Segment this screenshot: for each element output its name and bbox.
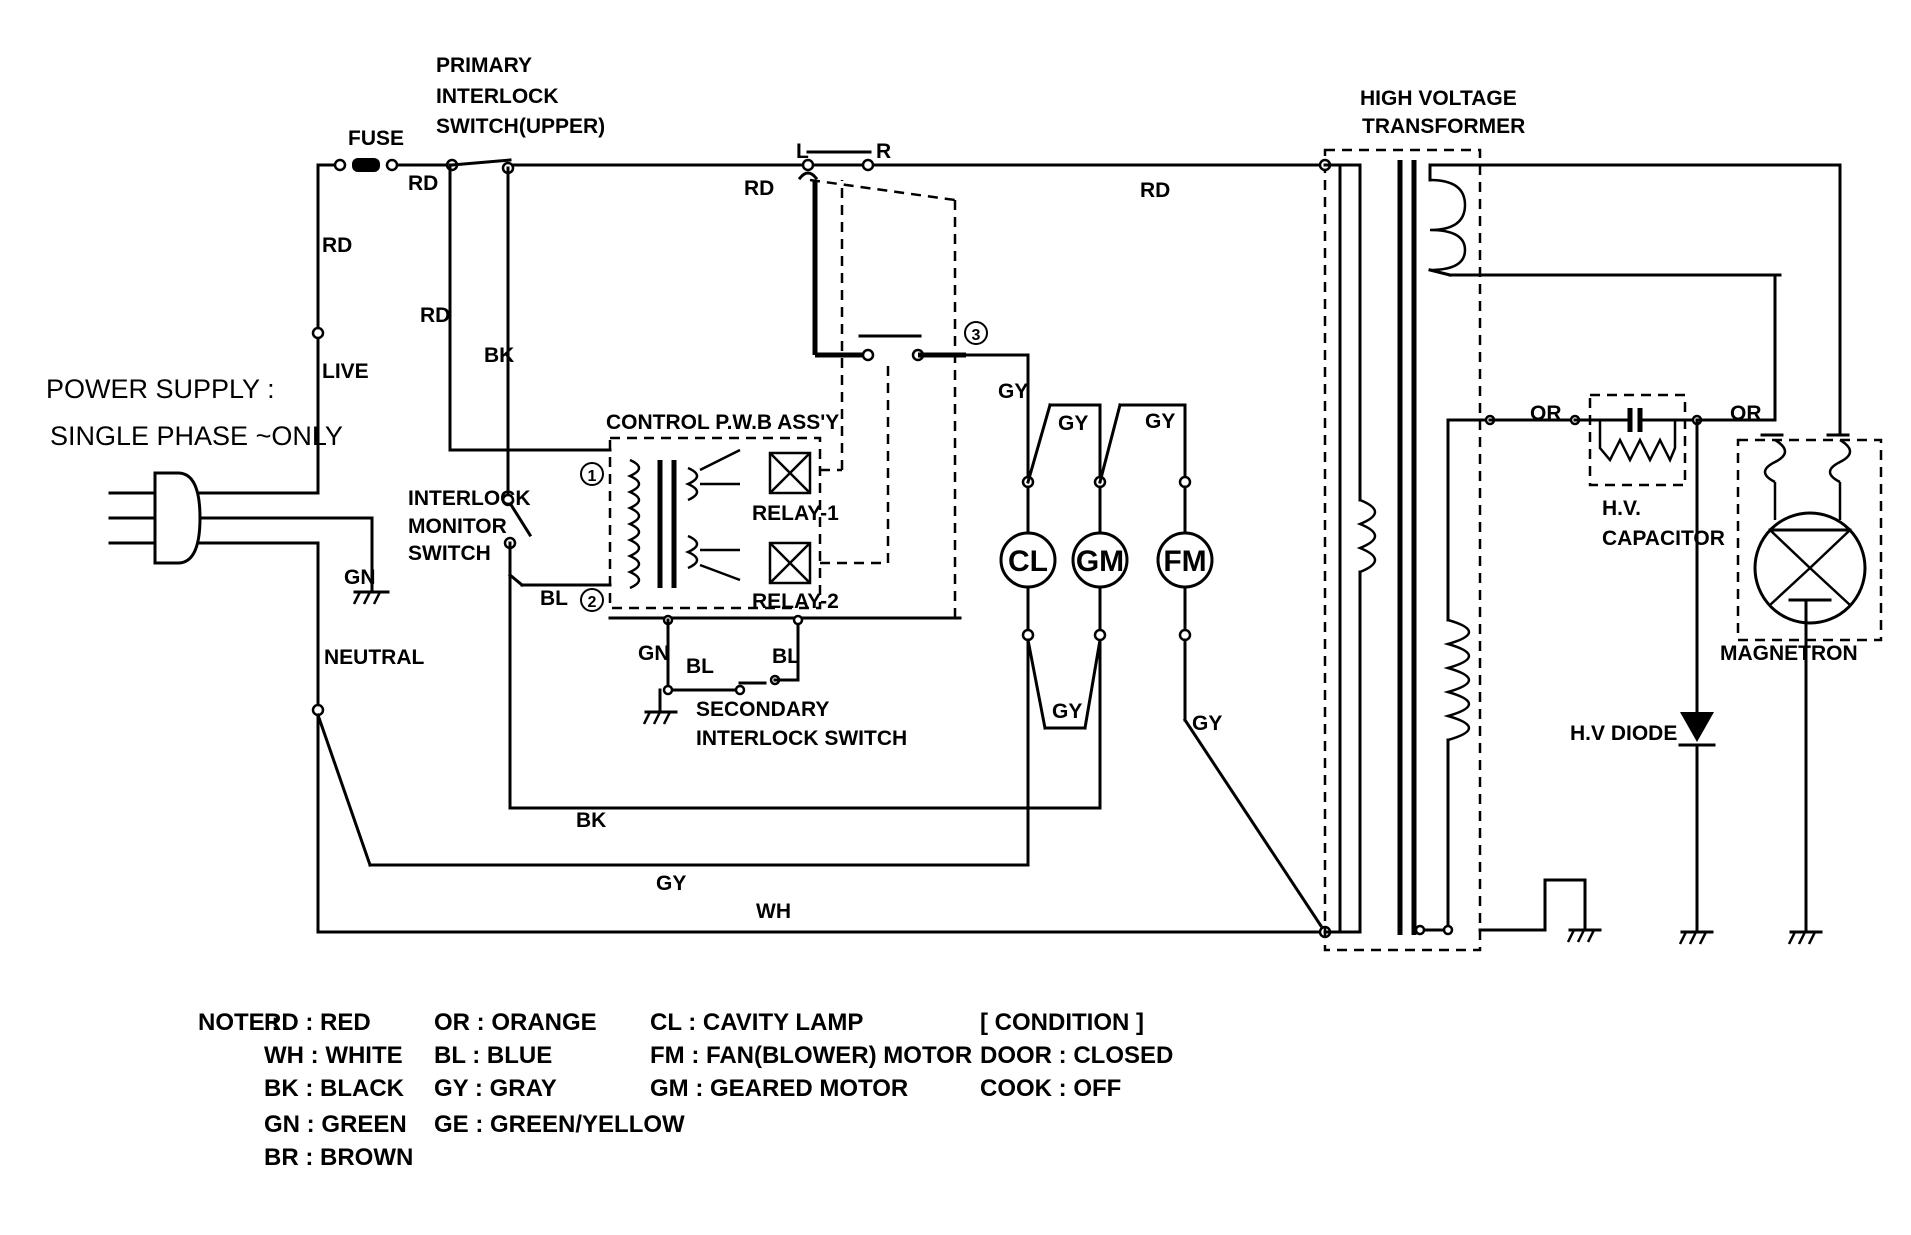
power-plug	[108, 471, 374, 565]
interlock-monitor-label-3: SWITCH	[408, 542, 491, 565]
relay-dashed-links	[809, 178, 957, 618]
primary-interlock-label-3: SWITCH(UPPER)	[436, 115, 605, 138]
neutral-label: NEUTRAL	[324, 646, 424, 669]
hv-diode	[1678, 418, 1716, 945]
node2-label: 2	[588, 594, 597, 611]
notes: NOTE : RD : RED WH : WHITE BK : BLACK GN…	[198, 1009, 1173, 1171]
note-gn: GN : GREEN	[264, 1111, 407, 1138]
wire-label-or-2: OR	[1730, 402, 1762, 425]
relay-contacts	[797, 150, 1030, 467]
node3-label: 3	[972, 327, 981, 344]
wire-label-gn-1: GN	[344, 566, 376, 589]
note-bk: BK : BLACK	[264, 1075, 405, 1102]
note-prefix: NOTE :	[198, 1009, 279, 1036]
wire-label-or-1: OR	[1530, 402, 1562, 425]
wire-label-wh: WH	[756, 900, 791, 923]
control-pwb	[608, 436, 962, 620]
power-supply-label-2: SINGLE PHASE ~ONLY	[50, 421, 343, 451]
cl-label: CL	[1008, 545, 1048, 578]
relay1-label: RELAY-1	[752, 502, 839, 525]
secondary-interlock-label-2: INTERLOCK SWITCH	[696, 727, 907, 750]
note-rd: RD : RED	[264, 1009, 371, 1036]
wire-label-gn-2: GN	[638, 642, 670, 665]
wire-label-bk-1: BK	[484, 344, 514, 367]
wire-label-rd-4: RD	[744, 177, 774, 200]
gm-label: GM	[1076, 545, 1124, 578]
wire-label-rd-2: RD	[322, 234, 352, 257]
wire-label-bl-1: BL	[540, 587, 568, 610]
wire-label-gy-4: GY	[1052, 700, 1082, 723]
hv-capacitor-label-2: CAPACITOR	[1602, 527, 1725, 550]
wire-label-rd-5: RD	[1140, 179, 1170, 202]
wire-label-gy-2: GY	[1058, 412, 1088, 435]
ground-transformer	[1478, 878, 1602, 943]
note-wh: WH : WHITE	[264, 1042, 403, 1069]
control-pwb-label: CONTROL P.W.B ASS'Y	[606, 411, 839, 434]
condition-door: DOOR : CLOSED	[980, 1042, 1173, 1069]
note-fm: FM : FAN(BLOWER) MOTOR	[650, 1042, 972, 1069]
fan-motor	[1156, 475, 1328, 935]
labels: FUSE PRIMARY INTERLOCK SWITCH(UPPER) RD …	[46, 54, 1858, 923]
live-label: LIVE	[322, 360, 369, 383]
interlock-monitor-label-2: MONITOR	[408, 515, 507, 538]
power-supply-label-1: POWER SUPPLY :	[46, 374, 275, 404]
node1-label: 1	[588, 468, 597, 485]
wire-label-gy-5: GY	[1192, 712, 1222, 735]
geared-motor	[1071, 403, 1187, 642]
fuse-label: FUSE	[348, 127, 404, 150]
hv-capacitor	[1488, 393, 1777, 487]
note-gm: GM : GEARED MOTOR	[650, 1075, 908, 1102]
hv-transformer	[1318, 148, 1842, 952]
condition-cook: COOK : OFF	[980, 1075, 1121, 1102]
node-markers	[580, 321, 988, 612]
primary-interlock-label-1: PRIMARY	[436, 54, 532, 77]
condition-title: [ CONDITION ]	[980, 1009, 1144, 1036]
ground-plug	[352, 516, 390, 605]
wire-label-gy-1: GY	[998, 380, 1028, 403]
interlock-monitor-switch	[503, 536, 1102, 810]
hv-diode-label: H.V DIODE	[1570, 722, 1677, 745]
wire-label-bl-3: BL	[772, 645, 800, 668]
hv-capacitor-label-1: H.V.	[1602, 497, 1641, 520]
note-gy: GY : GRAY	[434, 1075, 557, 1102]
terminal-r-label: R	[876, 140, 891, 163]
wire-label-rd-3: RD	[420, 304, 450, 327]
wire-label-gy-3: GY	[1145, 410, 1175, 433]
terminal-l-label: L	[796, 140, 809, 163]
hv-transformer-label-1: HIGH VOLTAGE	[1360, 87, 1517, 110]
live-line	[311, 158, 1332, 538]
magnetron	[1736, 163, 1883, 945]
wire-label-gy-6: GY	[656, 872, 686, 895]
interlock-monitor-label-1: INTERLOCK	[408, 487, 531, 510]
hv-transformer-label-2: TRANSFORMER	[1362, 115, 1525, 138]
magnetron-label: MAGNETRON	[1720, 642, 1858, 665]
wire-label-bk-2: BK	[576, 809, 606, 832]
note-cl: CL : CAVITY LAMP	[650, 1009, 863, 1036]
wire-label-rd-1: RD	[408, 172, 438, 195]
note-bl: BL : BLUE	[434, 1042, 552, 1069]
note-br: BR : BROWN	[264, 1144, 413, 1171]
secondary-interlock-switch	[642, 614, 804, 725]
note-or: OR : ORANGE	[434, 1009, 597, 1036]
primary-interlock-label-2: INTERLOCK	[436, 85, 559, 108]
cavity-lamp	[999, 403, 1102, 867]
fm-label: FM	[1163, 545, 1206, 578]
wire-label-bl-2: BL	[686, 655, 714, 678]
relay2-label: RELAY-2	[752, 590, 839, 613]
secondary-interlock-label-1: SECONDARY	[696, 698, 829, 721]
note-ge: GE : GREEN/YELLOW	[434, 1111, 685, 1138]
